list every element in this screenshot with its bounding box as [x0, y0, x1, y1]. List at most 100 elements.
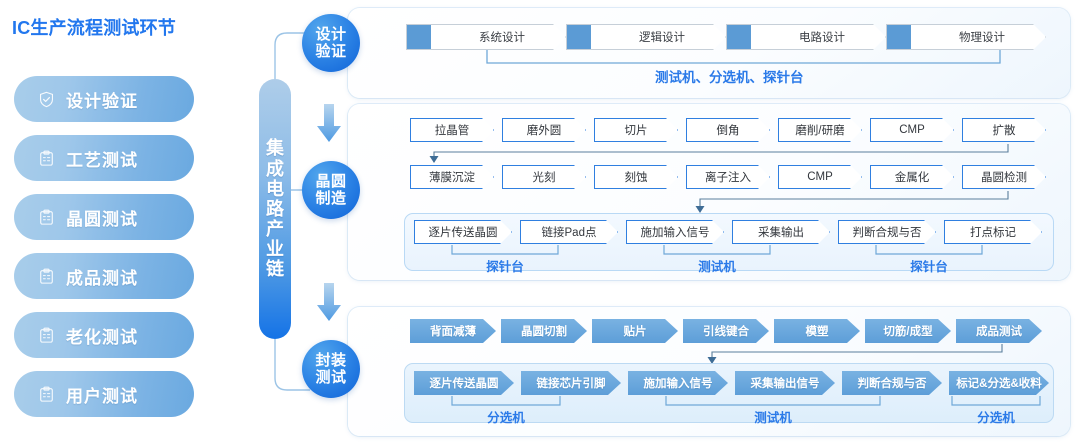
clipboard-icon [38, 268, 55, 285]
pkg-step-label: 切筋/成型 [883, 326, 933, 338]
test-step-label: 采集输出 [758, 227, 804, 239]
step-marker-block [407, 25, 431, 49]
flow-arrow-down-1 [316, 104, 342, 149]
pkg-test-step-judge-compliance[interactable]: 判断合规与否 [842, 371, 942, 395]
flow-step-photolithography[interactable]: 光刻 [502, 165, 586, 189]
clipboard-icon [38, 150, 55, 167]
pkg-step-label: 模塑 [805, 326, 829, 338]
test-step-label: 施加输入信号 [640, 227, 710, 239]
flow-step-lapping[interactable]: 磨削/研磨 [778, 118, 862, 142]
flow-step-cmp-2[interactable]: CMP [778, 165, 862, 189]
flow-step-label: 扩散 [992, 125, 1016, 137]
flow-step-chamfering[interactable]: 倒角 [686, 118, 770, 142]
flow-step-label: 电路设计 [799, 32, 845, 44]
chain-char: 成 [266, 158, 284, 179]
flow-step-label: 晶圆检测 [981, 172, 1027, 184]
test-step-inking-mark[interactable]: 打点标记 [944, 220, 1042, 244]
pkg-step-wire-bonding[interactable]: 引线键合 [683, 319, 769, 343]
stage-line-1: 晶圆 [315, 172, 347, 190]
sidebar-item-process-test[interactable]: 工艺测试 [14, 135, 194, 181]
sidebar-item-label: 晶圆测试 [66, 209, 138, 229]
flow-step-thin-film-deposition[interactable]: 薄膜沉淀 [410, 165, 494, 189]
pkg-test-step-link-pins[interactable]: 链接芯片引脚 [521, 371, 621, 395]
pkg-step-die-attach[interactable]: 贴片 [592, 319, 678, 343]
clipboard-icon [38, 209, 55, 226]
flow-step-logic-design[interactable]: 逻辑设计 [566, 24, 726, 50]
test-step-link-pad[interactable]: 链接Pad点 [520, 220, 618, 244]
pkg-test-step-transfer-wafer[interactable]: 逐片传送晶圆 [414, 371, 514, 395]
left-panel: IC生产流程测试环节 设计验证 工艺测试 晶圆测试 成品测试 老化测试 [0, 0, 252, 444]
flow-step-label: 拉晶管 [434, 125, 470, 137]
pkg-test-step-label: 链接芯片引脚 [536, 378, 606, 390]
pkg-step-label: 成品测试 [976, 326, 1022, 338]
chain-char: 业 [266, 239, 284, 260]
step-marker-block [887, 25, 911, 49]
flow-step-label: 切片 [624, 125, 648, 137]
page-title: IC生产流程测试环节 [12, 18, 176, 38]
pkg-step-final-test[interactable]: 成品测试 [956, 319, 1042, 343]
pkg-test-step-apply-input[interactable]: 施加输入信号 [628, 371, 728, 395]
flow-step-system-design[interactable]: 系统设计 [406, 24, 566, 50]
test-step-judge-compliance[interactable]: 判断合规与否 [838, 220, 936, 244]
stage-line-1: 封装 [315, 351, 347, 369]
pkg-step-label: 背面减薄 [430, 326, 476, 338]
pkg-test-step-label: 采集输出信号 [750, 378, 820, 390]
equipment-label-sorter-2: 分选机 [977, 411, 1015, 425]
test-step-apply-input[interactable]: 施加输入信号 [626, 220, 724, 244]
shield-check-icon [38, 91, 55, 108]
flow-step-metallization[interactable]: 金属化 [870, 165, 954, 189]
flow-step-diffusion[interactable]: 扩散 [962, 118, 1046, 142]
pkg-step-label: 引线键合 [703, 326, 749, 338]
chain-char: 电 [266, 178, 284, 199]
flow-step-label: CMP [807, 171, 833, 183]
equipment-label-prober-2: 探针台 [910, 260, 948, 274]
sidebar-item-final-test[interactable]: 成品测试 [14, 253, 194, 299]
flow-step-circuit-design[interactable]: 电路设计 [726, 24, 886, 50]
chain-char: 集 [266, 138, 284, 159]
test-step-transfer-wafer[interactable]: 逐片传送晶圆 [414, 220, 512, 244]
sidebar-item-burnin-test[interactable]: 老化测试 [14, 312, 194, 358]
pkg-step-trim-form[interactable]: 切筋/成型 [865, 319, 951, 343]
flow-step-label: 逻辑设计 [639, 32, 685, 44]
pkg-test-step-label: 施加输入信号 [643, 378, 713, 390]
stage-circle-wafer[interactable]: 晶圆 制造 [302, 161, 360, 219]
stage-line-1: 设计 [315, 25, 347, 43]
sidebar-item-label: 工艺测试 [66, 150, 138, 170]
flow-step-physical-design[interactable]: 物理设计 [886, 24, 1046, 50]
equipment-label-design: 测试机、分选机、探针台 [655, 70, 804, 85]
chain-char: 链 [266, 259, 284, 280]
pkg-test-step-collect-output[interactable]: 采集输出信号 [735, 371, 835, 395]
sidebar-item-user-test[interactable]: 用户测试 [14, 371, 194, 417]
stage-line-2: 验证 [315, 43, 347, 60]
flow-step-ion-implantation[interactable]: 离子注入 [686, 165, 770, 189]
stage-circle-design[interactable]: 设计 验证 [302, 14, 360, 72]
sidebar-item-label: 老化测试 [66, 327, 138, 347]
stage-circle-package[interactable]: 封装 测试 [302, 340, 360, 398]
flow-step-label: 薄膜沉淀 [429, 172, 475, 184]
sidebar-item-wafer-test[interactable]: 晶圆测试 [14, 194, 194, 240]
flow-step-label: 离子注入 [705, 172, 751, 184]
sidebar-item-design-verification[interactable]: 设计验证 [14, 76, 194, 122]
sidebar-item-label: 设计验证 [66, 91, 138, 111]
pkg-step-backgrinding[interactable]: 背面减薄 [410, 319, 496, 343]
industry-chain-bar: 集 成 电 路 产 业 链 [259, 79, 291, 339]
pkg-step-wafer-dicing[interactable]: 晶圆切割 [501, 319, 587, 343]
sidebar-item-label: 成品测试 [66, 268, 138, 288]
flow-step-cmp-1[interactable]: CMP [870, 118, 954, 142]
flow-step-slicing[interactable]: 切片 [594, 118, 678, 142]
flow-step-etching[interactable]: 刻蚀 [594, 165, 678, 189]
flow-step-wafer-inspection[interactable]: 晶圆检测 [962, 165, 1046, 189]
pkg-step-molding[interactable]: 模塑 [774, 319, 860, 343]
step-marker-block [727, 25, 751, 49]
pkg-test-step-label: 逐片传送晶圆 [429, 378, 499, 390]
flow-step-od-grinding[interactable]: 磨外圆 [502, 118, 586, 142]
test-step-collect-output[interactable]: 采集输出 [732, 220, 830, 244]
flow-step-crystal-puller[interactable]: 拉晶管 [410, 118, 494, 142]
flow-step-label: CMP [899, 124, 925, 136]
equipment-label-sorter-1: 分选机 [487, 411, 525, 425]
flow-step-label: 磨外圆 [526, 125, 562, 137]
chain-char: 路 [266, 198, 284, 219]
pkg-test-step-mark-sort-collect[interactable]: 标记&分选&收料 [949, 371, 1049, 395]
step-marker-block [567, 25, 591, 49]
flow-step-label: 金属化 [894, 172, 930, 184]
